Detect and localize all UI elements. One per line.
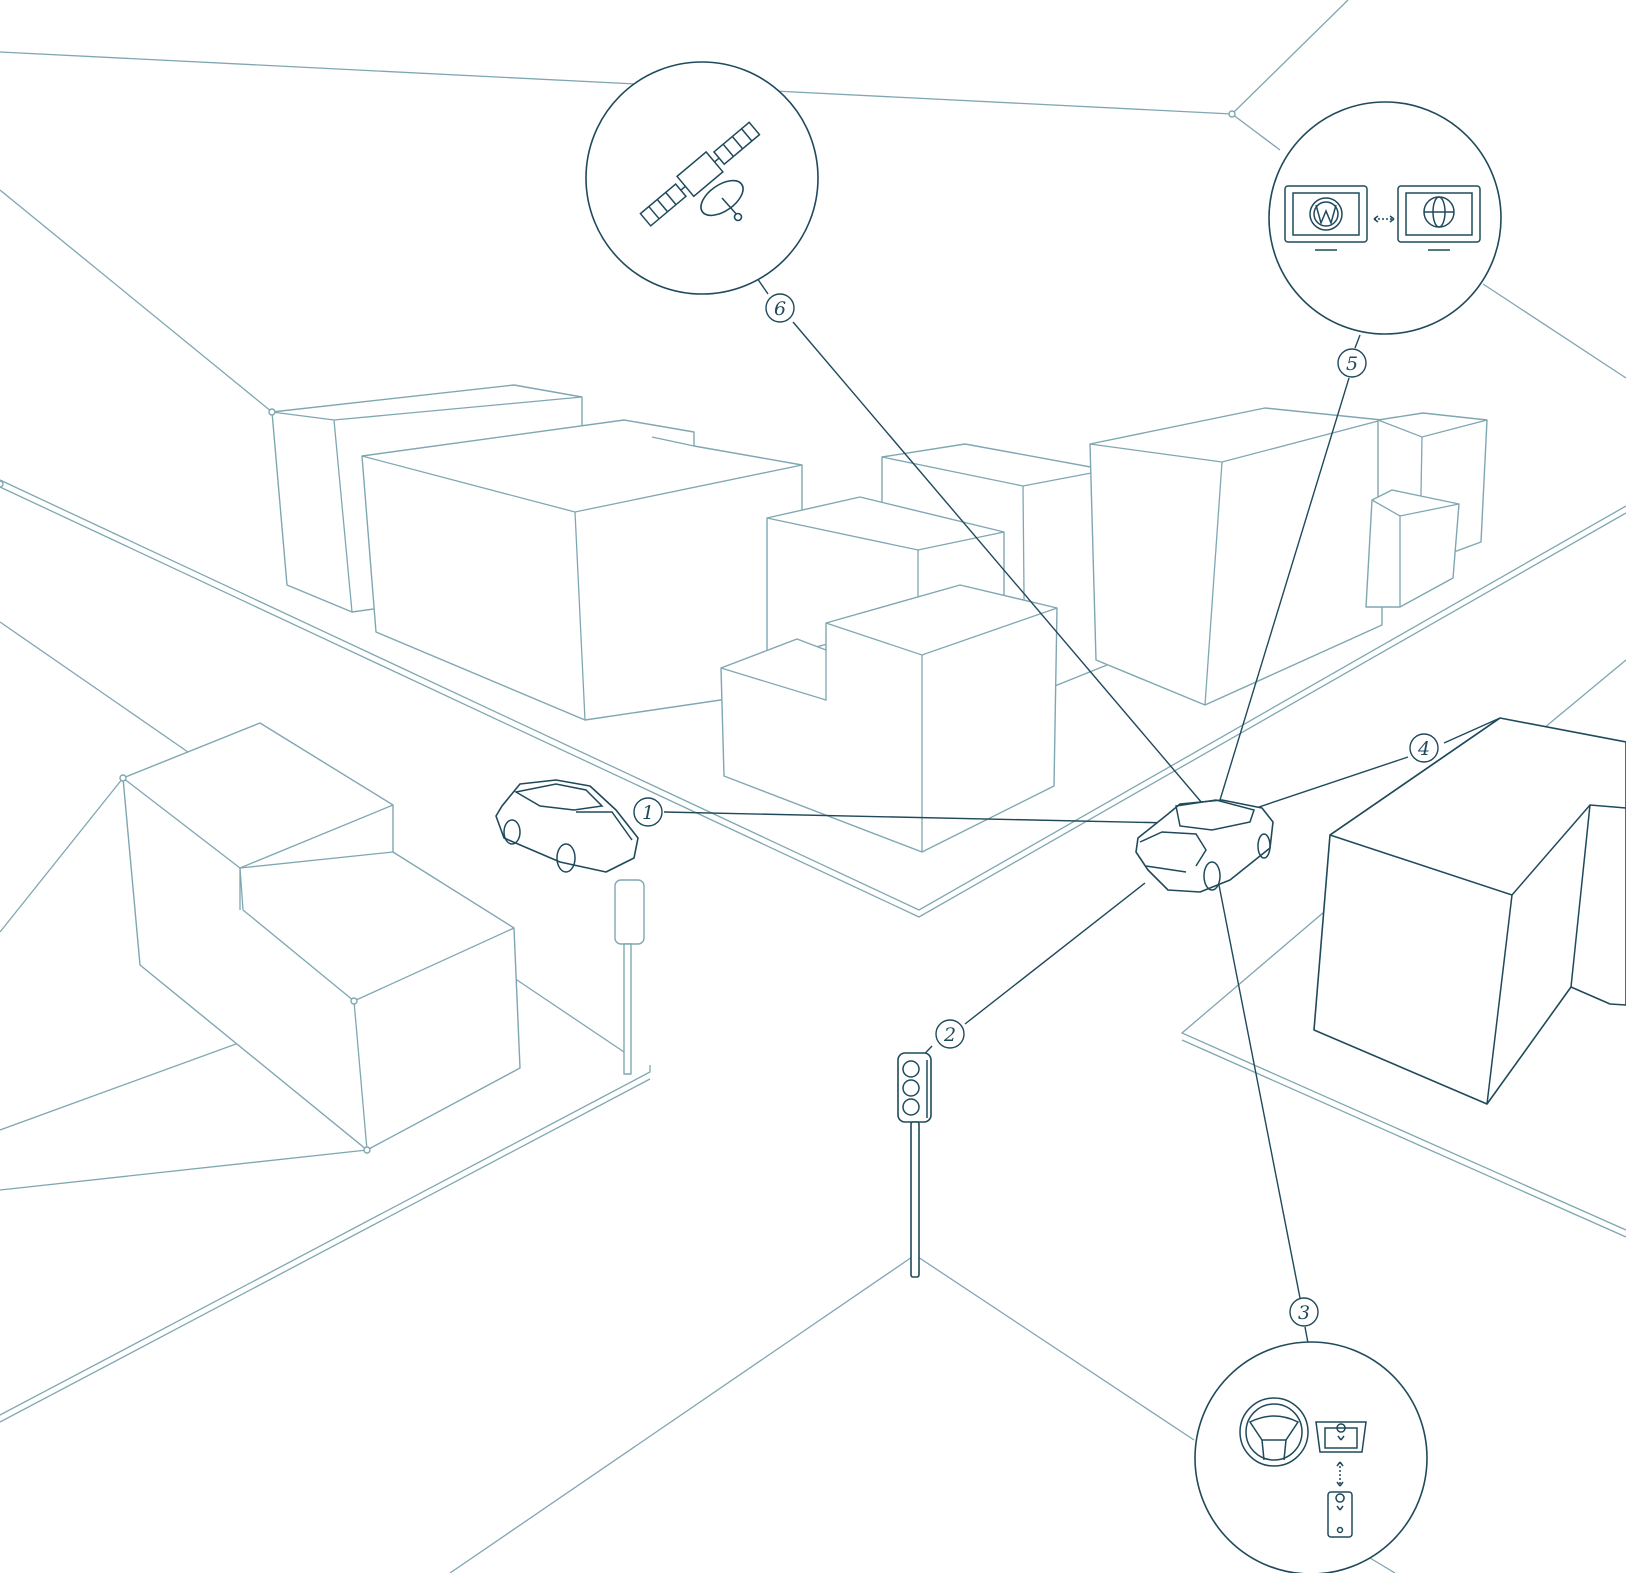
marker-3: 3 [1290,1298,1318,1326]
building-right-foreground [1314,718,1626,1104]
marker-6: 6 [766,294,794,322]
satellite-node [586,62,818,294]
backend-node [1269,102,1501,334]
pedestrian-signal [615,880,644,1074]
car-icon [496,780,638,872]
marker-5: 5 [1338,349,1366,377]
building-tall-right [1090,408,1382,705]
marker-1: 1 [634,798,662,826]
marker-3-label: 3 [1298,1302,1310,1324]
marker-6-label: 6 [774,298,786,320]
marker-2: 2 [936,1020,964,1048]
building-small-right-front [1366,490,1459,607]
marker-4: 4 [1410,734,1438,762]
traffic-light-icon [898,1053,931,1277]
marker-1-label: 1 [642,802,654,824]
in-vehicle-node [1195,1342,1427,1573]
marker-4-label: 4 [1417,738,1430,760]
main-car-icon [1136,800,1273,892]
marker-5-label: 5 [1346,353,1358,375]
marker-2-label: 2 [943,1024,956,1046]
